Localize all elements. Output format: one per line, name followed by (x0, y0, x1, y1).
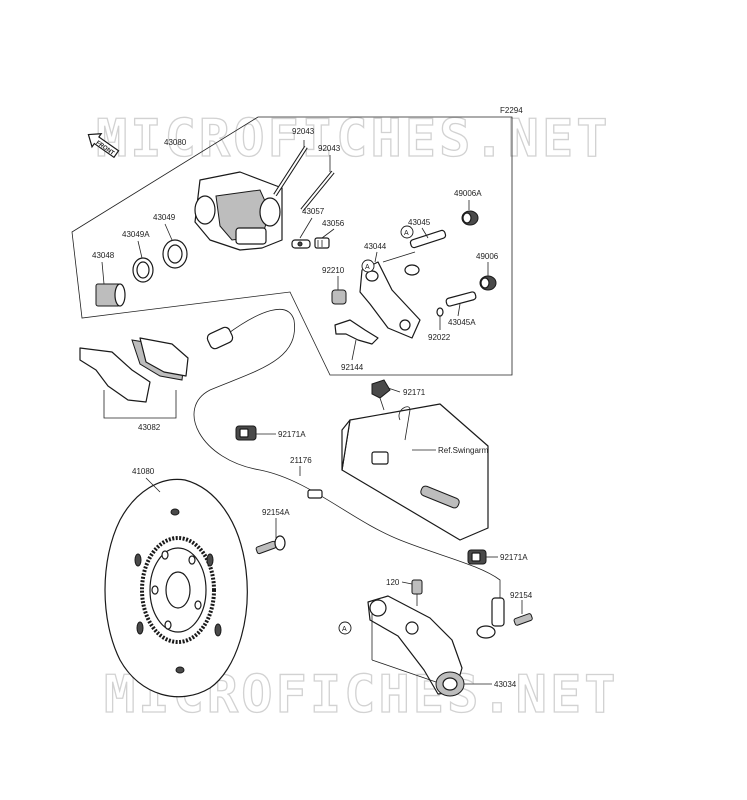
hose-end-banjo (206, 326, 234, 350)
torque-link-43034 (367, 595, 465, 697)
svg-text:A: A (365, 264, 370, 271)
label-43082: 43082 (138, 423, 161, 432)
boot-49006 (479, 275, 497, 291)
callout-a-upper: A (361, 259, 375, 273)
label-92171a-bottom: 92171A (500, 553, 528, 562)
label-43049a: 43049A (122, 230, 150, 239)
label-43056: 43056 (322, 219, 345, 228)
bolt-92154a (255, 535, 286, 555)
leader-lines (101, 140, 523, 685)
callout-a-top-right: A (400, 225, 414, 239)
label-43048: 43048 (92, 251, 115, 260)
pin-43045a (445, 291, 477, 307)
figure-code: F2294 (500, 106, 523, 115)
bolt-120 (411, 579, 423, 606)
label-92043-b: 92043 (318, 144, 341, 153)
label-92022: 92022 (428, 333, 451, 342)
bracket-43044 (359, 251, 421, 339)
label-49006a: 49006A (454, 189, 482, 198)
label-21176: 21176 (290, 456, 312, 465)
brake-hose-21176 (193, 309, 501, 598)
label-92154: 92154 (510, 591, 533, 600)
callout-a-lower: A (338, 621, 352, 635)
label-43057: 43057 (302, 207, 325, 216)
label-43045: 43045 (408, 218, 431, 227)
bolt-92043-b (300, 170, 335, 212)
bolt-92043-a (273, 145, 308, 197)
bolt-92154 (513, 613, 533, 626)
label-92171: 92171 (403, 388, 426, 397)
label-43045a: 43045A (448, 318, 476, 327)
pin-43045 (409, 229, 447, 249)
bleeder-43056 (314, 237, 330, 249)
clamp-92171a-bottom (467, 549, 487, 565)
clamp-92171 (371, 379, 391, 411)
hose-fitting-lower (476, 597, 505, 639)
label-43034: 43034 (494, 680, 517, 689)
washer-92022 (436, 307, 444, 317)
watermark-top: MICROFICHES.NET (96, 109, 611, 169)
svg-text:A: A (342, 626, 347, 633)
svg-text:A: A (404, 230, 409, 237)
label-43080: 43080 (164, 138, 187, 147)
bushing-92210 (331, 289, 347, 305)
label-92171a-top: 92171A (278, 430, 306, 439)
label-41080: 41080 (132, 467, 155, 476)
label-49006: 49006 (476, 252, 499, 261)
swingarm-reference (341, 403, 489, 541)
boot-49006a (461, 210, 479, 226)
label-92144: 92144 (341, 363, 364, 372)
label-43049: 43049 (153, 213, 176, 222)
caliper-group-outline (71, 116, 513, 376)
label-43044: 43044 (364, 242, 387, 251)
brake-disc-41080 (104, 478, 248, 698)
piston-43048 (95, 283, 126, 307)
label-92210: 92210 (322, 266, 345, 275)
label-92043-a: 92043 (292, 127, 315, 136)
caliper-body (194, 171, 283, 251)
bleeder-43057 (291, 239, 311, 249)
spring-92144 (334, 319, 379, 345)
label-92154a: 92154A (262, 508, 290, 517)
brake-pads-43082 (79, 337, 189, 403)
clamp-92171a-top (235, 425, 257, 441)
hose-clamp-mid (307, 489, 323, 499)
label-120: 120 (386, 578, 400, 587)
label-ref-swingarm: Ref.Swingarm (438, 446, 489, 455)
